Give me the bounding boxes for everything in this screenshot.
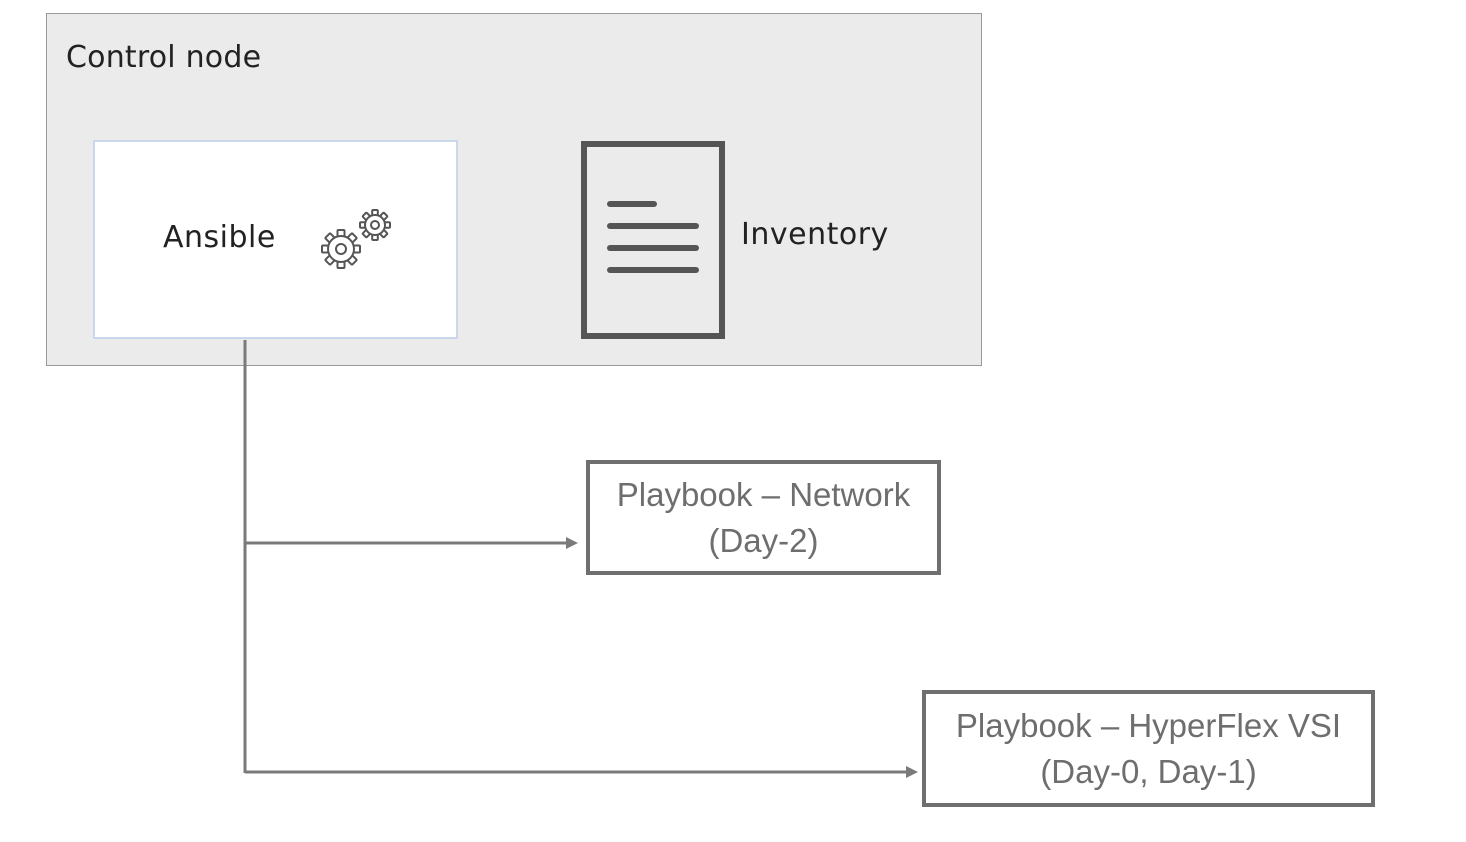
arrowhead-hyperflex [906,766,918,778]
ansible-box: Ansible [93,140,458,339]
inventory-label: Inventory [741,217,889,252]
playbook-hyperflex-subtitle: (Day-0, Day-1) [1040,752,1257,790]
control-node-title: Control node [66,40,262,75]
playbook-network-box: Playbook – Network (Day-2) [586,460,941,575]
document-icon [581,141,725,339]
arrowhead-network [566,537,578,549]
playbook-hyperflex-title: Playbook – HyperFlex VSI [955,706,1342,744]
gears-icon [321,209,391,269]
playbook-network-subtitle: (Day-2) [708,521,819,559]
playbook-network-title: Playbook – Network [616,475,911,513]
ansible-label: Ansible [163,220,276,255]
control-node-container: Control node Ansible [46,13,982,366]
playbook-hyperflex-box: Playbook – HyperFlex VSI (Day-0, Day-1) [922,690,1375,807]
